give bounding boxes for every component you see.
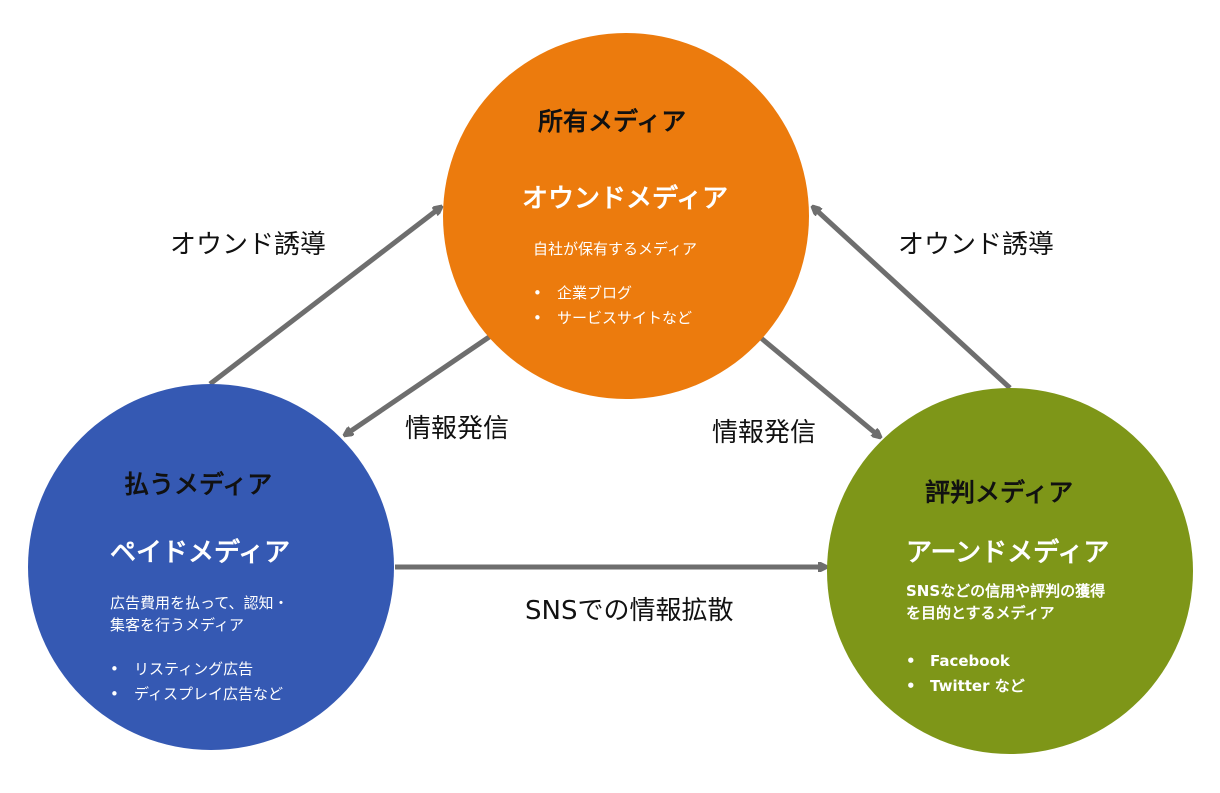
arrow-owned-to-paid (345, 330, 497, 435)
arrow-earned-to-owned (813, 207, 1012, 390)
paid-example-item: ディスプレイ広告など (110, 682, 283, 707)
owned-example-item: 企業ブログ (533, 281, 692, 306)
paid-heading: 払うメディア (124, 470, 273, 499)
owned-description: 自社が保有するメディア (533, 240, 697, 258)
earned-heading: 評判メディア (925, 478, 1074, 507)
owned-examples: 企業ブログ サービスサイトなど (533, 281, 692, 331)
earned-example-item: Twitter など (906, 674, 1025, 699)
paid-title: ペイドメディア (110, 538, 291, 568)
edge-label-paid-to-owned: オウンド誘導 (170, 230, 327, 260)
earned-title: アーンドメディア (906, 538, 1110, 568)
arrow-paid-to-owned (208, 207, 441, 386)
paid-description-line-2: 集客を行うメディア (110, 616, 244, 634)
paid-description-line-1: 広告費用を払って、認知・ (110, 594, 289, 612)
edge-label-paid-to-earned: SNSでの情報拡散 (525, 596, 734, 626)
owned-example-item: サービスサイトなど (533, 306, 692, 331)
edge-label-owned-to-earned: 情報発信 (712, 418, 817, 448)
paid-examples: リスティング広告 ディスプレイ広告など (110, 657, 283, 707)
edge-label-owned-to-paid: 情報発信 (405, 414, 510, 444)
edge-label-earned-to-owned: オウンド誘導 (898, 230, 1055, 260)
earned-examples: Facebook Twitter など (906, 649, 1025, 699)
earned-example-item: Facebook (906, 649, 1025, 674)
arrow-owned-to-earned (753, 331, 880, 437)
earned-description-line-2: を目的とするメディア (906, 604, 1055, 622)
owned-title: オウンドメディア (522, 184, 729, 214)
paid-example-item: リスティング広告 (110, 657, 283, 682)
earned-description-line-1: SNSなどの信用や評判の獲得 (906, 582, 1106, 600)
owned-heading: 所有メディア (538, 107, 687, 136)
owned-media-circle (443, 33, 809, 399)
earned-media-circle (827, 388, 1193, 754)
